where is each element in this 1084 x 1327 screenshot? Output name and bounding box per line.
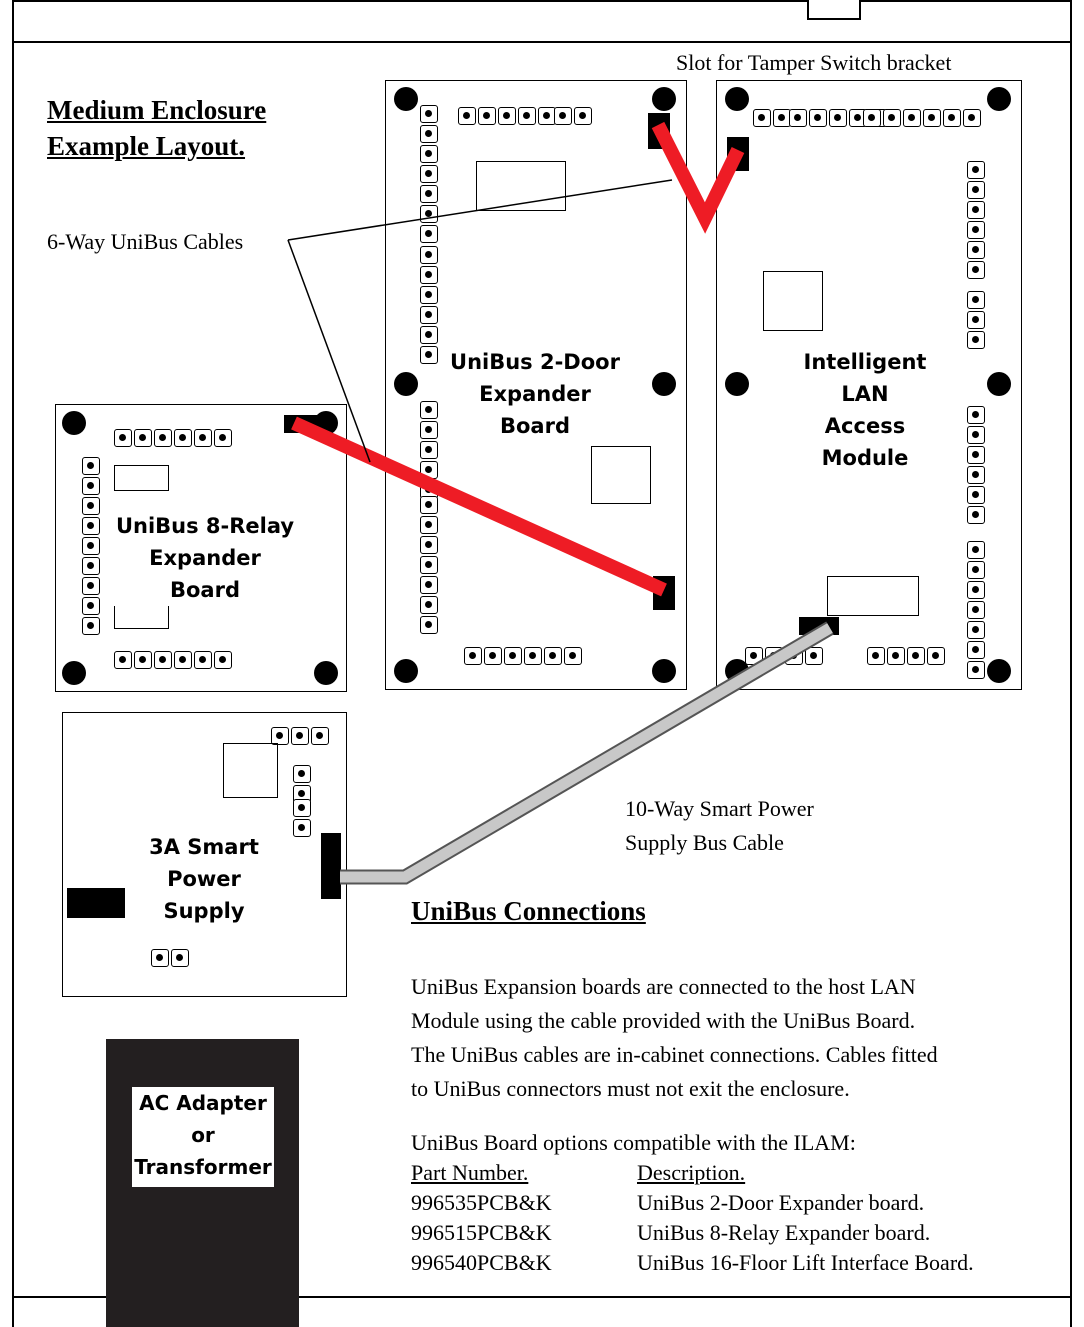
part-number-header: Part Number.: [411, 1160, 529, 1185]
terminal-block: [554, 107, 592, 125]
ilam-board: Intelligent LAN Access Module: [716, 80, 1022, 690]
top-border: [12, 0, 1072, 2]
psu-board-label: 3A Smart Power Supply: [125, 831, 283, 927]
mount-hole: [652, 659, 676, 683]
page-frame: [12, 0, 1072, 1327]
terminal-block: [293, 765, 311, 803]
mount-hole: [987, 659, 1011, 683]
mount-hole: [62, 411, 86, 435]
relay: [114, 603, 169, 629]
table-header-row: Part Number. Description.: [411, 1160, 1051, 1190]
mount-hole: [62, 661, 86, 685]
page-title: Medium Enclosure Example Layout.: [47, 95, 267, 161]
tamper-notch: [807, 0, 861, 20]
mount-hole: [652, 87, 676, 111]
description-header: Description.: [637, 1160, 746, 1185]
mount-hole: [987, 87, 1011, 111]
table-row: 996515PCB&K UniBus 8-Relay Expander boar…: [411, 1220, 1051, 1250]
eight-relay-expander-board: UniBus 8-Relay Expander Board: [55, 404, 347, 692]
eight-relay-board-label: UniBus 8-Relay Expander Board: [111, 510, 299, 606]
part-number-cell: 996515PCB&K: [411, 1220, 552, 1245]
terminal-block: [420, 105, 438, 243]
terminal-block: [753, 109, 791, 127]
microcontroller-chip: [763, 271, 823, 331]
mount-hole: [394, 372, 418, 396]
header-divider: [12, 41, 1072, 43]
terminal-block: [114, 651, 232, 669]
smart-power-supply-board: 3A Smart Power Supply: [62, 712, 347, 997]
mount-hole: [394, 87, 418, 111]
terminal-block: [420, 401, 438, 499]
mount-hole: [394, 659, 418, 683]
unibus-connector: [284, 415, 318, 433]
section-paragraph: UniBus Expansion boards are connected to…: [411, 974, 938, 1101]
table-row: 996535PCB&K UniBus 2-Door Expander board…: [411, 1190, 1051, 1220]
mount-hole: [725, 87, 749, 111]
options-table: Part Number. Description. 996535PCB&K Un…: [411, 1160, 1051, 1280]
terminal-block: [745, 647, 823, 665]
terminal-block: [967, 406, 985, 524]
unibus-connector: [653, 576, 675, 610]
part-number-cell: 996540PCB&K: [411, 1250, 552, 1275]
terminal-block: [293, 799, 311, 837]
terminal-block: [867, 647, 945, 665]
smart-power-connector: [799, 617, 839, 635]
unibus-connector: [727, 137, 749, 171]
terminal-block: [464, 647, 582, 665]
description-cell: UniBus 2-Door Expander board.: [637, 1190, 925, 1215]
mount-hole: [652, 372, 676, 396]
terminal-block: [863, 109, 981, 127]
terminal-block: [271, 727, 329, 745]
section-heading: UniBus Connections: [411, 896, 646, 926]
description-cell: UniBus 16-Floor Lift Interface Board.: [637, 1250, 974, 1275]
unibus-cables-callout: 6-Way UniBus Cables: [47, 229, 244, 254]
ac-adapter-label: AC Adapter or Transformer: [132, 1087, 274, 1187]
tamper-slot-callout: Slot for Tamper Switch bracket: [676, 50, 952, 75]
relay: [827, 576, 919, 616]
two-door-expander-board: UniBus 2-Door Expander Board: [385, 80, 687, 690]
smart-power-connector: [321, 833, 341, 899]
mount-hole: [987, 372, 1011, 396]
terminal-block: [458, 107, 556, 125]
relay: [476, 161, 566, 211]
unibus-connector: [648, 113, 670, 149]
relay: [114, 465, 169, 491]
part-number-cell: 996535PCB&K: [411, 1190, 552, 1215]
terminal-block: [967, 291, 985, 349]
terminal-block: [420, 496, 438, 634]
mount-hole: [725, 372, 749, 396]
ilam-board-label: Intelligent LAN Access Module: [775, 346, 955, 474]
footer-divider: [12, 1296, 1072, 1298]
smart-power-cable-callout: 10-Way Smart Power Supply Bus Cable: [625, 796, 814, 855]
options-intro: UniBus Board options compatible with the…: [411, 1130, 856, 1155]
terminal-block: [151, 949, 189, 967]
terminal-block: [114, 429, 232, 447]
terminal-block: [967, 161, 985, 279]
regulator-chip: [223, 743, 278, 798]
description-cell: UniBus 8-Relay Expander board.: [637, 1220, 931, 1245]
terminal-block: [967, 541, 985, 679]
two-door-board-label: UniBus 2-Door Expander Board: [446, 346, 624, 442]
table-row: 996540PCB&K UniBus 16-Floor Lift Interfa…: [411, 1250, 1051, 1280]
microcontroller-chip: [591, 446, 651, 504]
terminal-block: [420, 246, 438, 364]
terminal-block: [82, 457, 100, 635]
mount-hole: [314, 661, 338, 685]
